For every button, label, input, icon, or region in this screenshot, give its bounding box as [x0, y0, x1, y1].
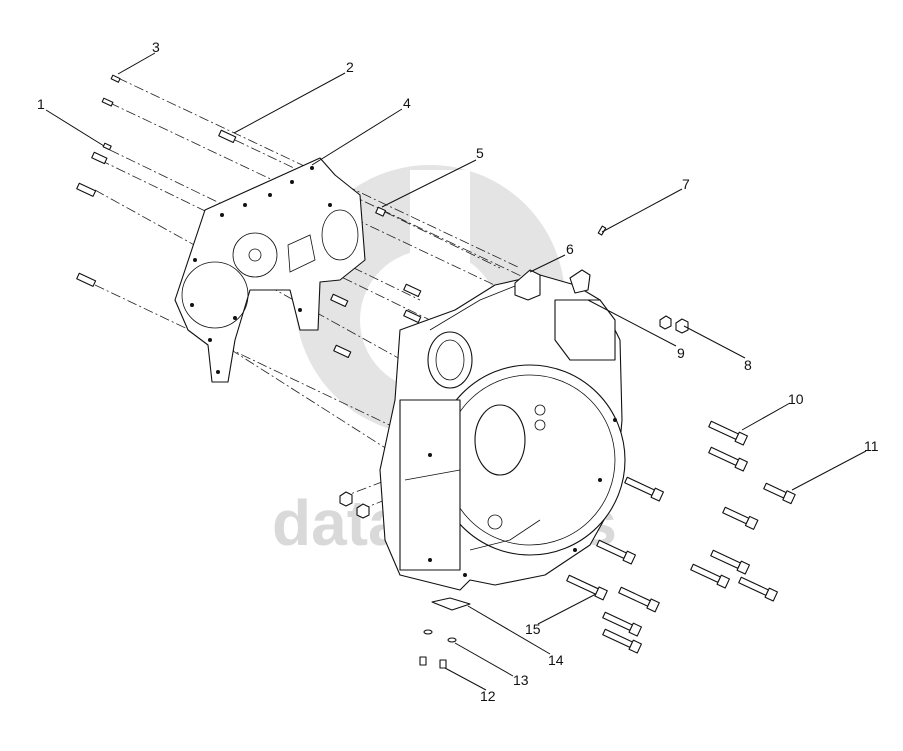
callout-1: 1 [37, 96, 45, 112]
callout-9: 9 [677, 345, 685, 361]
bolt-j [596, 539, 637, 565]
bolt-11 [763, 482, 796, 505]
plug-left-a [339, 491, 353, 507]
plug-9 [659, 315, 672, 330]
cover-plate-14 [431, 597, 471, 611]
bolt-5 [375, 206, 387, 217]
screw-12b [439, 659, 447, 669]
callout-12: 12 [480, 688, 496, 704]
plug-8 [675, 318, 689, 334]
bolt-a [91, 151, 108, 165]
bolt-k [710, 549, 751, 575]
bolt-2 [218, 129, 237, 144]
bolt-10a [708, 420, 749, 446]
leader-lines [45, 52, 867, 691]
flywheel-housing [379, 274, 626, 591]
sensor-6 [514, 269, 541, 301]
bolt-i [722, 506, 759, 530]
callout-4: 4 [403, 95, 411, 111]
callouts: 1 2 3 4 5 6 7 8 9 10 11 12 13 14 15 [37, 39, 879, 704]
bolt-p [602, 628, 643, 654]
screw-12a [419, 656, 427, 666]
bolts [76, 74, 796, 654]
bolt-n [618, 586, 660, 613]
bolt-b [76, 182, 97, 197]
small-parts [339, 269, 689, 669]
callout-3: 3 [152, 39, 160, 55]
washer-left [423, 629, 433, 635]
bolt-o [602, 611, 643, 637]
callout-7: 7 [682, 176, 690, 192]
bolt-e [330, 293, 349, 308]
bolt-1 [102, 142, 112, 151]
callout-5: 5 [476, 145, 484, 161]
bolt-g [333, 344, 352, 359]
callout-6: 6 [566, 241, 574, 257]
plug-left-b [356, 503, 370, 519]
callout-8: 8 [744, 357, 752, 373]
callout-14: 14 [548, 652, 564, 668]
bolt-10b [708, 446, 749, 472]
bolt-d [403, 283, 422, 298]
bolt-upper [101, 97, 114, 107]
callout-15: 15 [525, 621, 541, 637]
callout-2: 2 [346, 59, 354, 75]
callout-11: 11 [864, 438, 879, 454]
front-plate [174, 157, 366, 383]
callout-13: 13 [513, 672, 529, 688]
washer-13 [447, 637, 457, 643]
bolt-f [403, 309, 422, 324]
bolt-3 [110, 74, 121, 83]
bolt-l [690, 563, 731, 589]
callout-10: 10 [788, 391, 804, 407]
bolt-15 [566, 574, 608, 601]
bolt-m [738, 576, 779, 602]
bolt-c [76, 272, 97, 287]
bolt-h [624, 476, 665, 502]
sensor-right [569, 269, 591, 294]
